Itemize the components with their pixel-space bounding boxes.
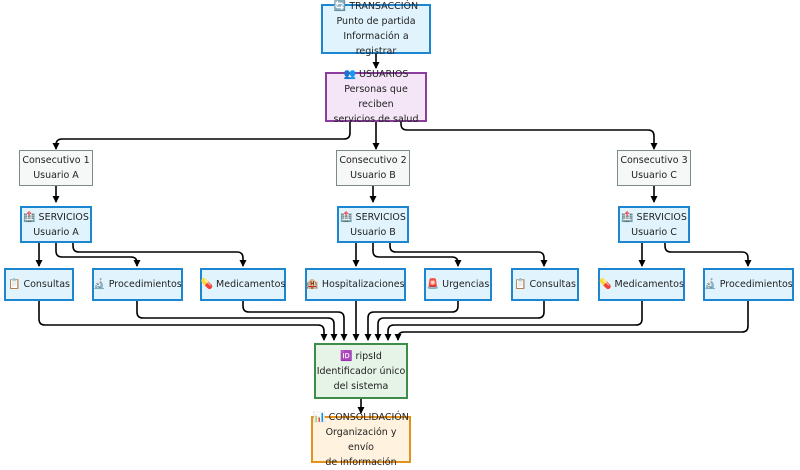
edge-medicamentos-c-ripsid [384, 301, 643, 341]
ripsid-line2: del sistema [333, 380, 389, 392]
consolidacion-node[interactable]: 📊 CONSOLIDACIÓN Organización y envío de … [311, 412, 411, 468]
bar-chart-icon: 📊 [313, 411, 326, 423]
consolidacion-line2: de información [325, 456, 397, 468]
pill-icon: 💊 [200, 279, 214, 290]
consecutivo1-user: Usuario A [33, 170, 79, 181]
consolidacion-line1: Organización y envío [325, 426, 397, 453]
ripsid-node[interactable]: 🆔 ripsId Identificador único del sistema [314, 343, 408, 399]
edge-servicios-c-procedimientos [664, 243, 752, 267]
hospitalizaciones-b-label: Hospitalizaciones [321, 279, 405, 290]
consecutivo2-title: Consecutivo 2 [339, 155, 407, 166]
pill-icon: 💊 [599, 279, 612, 290]
hospital-icon: 🏥 [621, 211, 634, 223]
edge-servicios-b-urgencias [372, 243, 462, 267]
usuarios-line1: Personas que reciben [344, 84, 408, 110]
servicios-b-node[interactable]: 🏥 SERVICIOS Usuario B [337, 206, 409, 243]
consecutivo1-title: Consecutivo 1 [22, 155, 90, 166]
transaccion-title: TRANSACCIÓN [349, 1, 419, 12]
transaccion-line1: Punto de partida [336, 16, 416, 27]
clipboard-icon: 📋 [7, 279, 21, 290]
siren-icon: 🚨 [426, 279, 440, 290]
medicamentos-c-node[interactable]: 💊 Medicamentos [598, 268, 685, 301]
hospital-icon: 🏥 [23, 211, 36, 223]
edge-medicamentos-a-ripsid [242, 301, 348, 341]
usuarios-line2: servicios de salud [333, 114, 419, 125]
edge-servicios-a-procedimientos [55, 243, 141, 267]
urgencias-b-node[interactable]: 🚨 Urgencias [424, 268, 492, 301]
consolidacion-title: CONSOLIDACIÓN [328, 411, 409, 423]
cycle-icon: 🔄 [333, 1, 347, 12]
edge-consultas-a-ripsid [38, 301, 328, 341]
consultas-a-label: Consultas [23, 279, 71, 290]
procedimientos-c-node[interactable]: 🔬 Procedimientos [703, 268, 794, 301]
usuarios-node[interactable]: 👥 USUARIOS Personas que reciben servicio… [325, 69, 427, 125]
servicios-a-user: Usuario A [33, 226, 79, 238]
hospitalizaciones-b-node[interactable]: 🏨 Hospitalizaciones [305, 268, 406, 301]
medicamentos-c-label: Medicamentos [614, 279, 684, 290]
microscope-icon: 🔬 [93, 279, 106, 290]
edge-servicios-b-consultas [389, 243, 548, 267]
servicios-c-node[interactable]: 🏥 SERVICIOS Usuario C [618, 206, 690, 243]
consecutivo2-node[interactable]: Consecutivo 2 Usuario B [336, 150, 410, 186]
edge-procedimientos-a-ripsid [136, 301, 338, 341]
consultas-b-node[interactable]: 📋 Consultas [511, 268, 579, 301]
edge-procedimientos-c-ripsid [394, 301, 749, 341]
users-icon: 👥 [343, 69, 357, 80]
servicios-b-user: Usuario B [350, 226, 396, 238]
clipboard-icon: 📋 [513, 279, 527, 290]
consultas-a-node[interactable]: 📋 Consultas [4, 268, 74, 301]
consecutivo3-node[interactable]: Consecutivo 3 Usuario C [617, 150, 691, 186]
ripsid-title: ripsId [355, 350, 382, 362]
servicios-c-user: Usuario C [631, 226, 677, 238]
procedimientos-c-label: Procedimientos [719, 279, 793, 290]
consecutivo3-user: Usuario C [631, 170, 677, 181]
edge-usuarios-consecutivo3 [400, 122, 658, 150]
edge-urgencias-ripsid [364, 301, 459, 341]
servicios-a-node[interactable]: 🏥 SERVICIOS Usuario A [20, 206, 92, 243]
consecutivo1-node[interactable]: Consecutivo 1 Usuario A [19, 150, 93, 186]
servicios-c-title: SERVICIOS [636, 211, 687, 223]
procedimientos-a-node[interactable]: 🔬 Procedimientos [92, 268, 183, 301]
edge-consultas-b-ripsid [374, 301, 545, 341]
consultas-b-label: Consultas [529, 279, 577, 290]
transaccion-node[interactable]: 🔄 TRANSACCIÓN Punto de partida Informaci… [321, 1, 431, 57]
edge-servicios-a-medicamentos [72, 243, 247, 267]
ripsid-line1: Identificador único [316, 365, 406, 377]
consecutivo2-user: Usuario B [350, 170, 396, 181]
transaccion-line2: Información a registrar [343, 31, 409, 57]
hotel-icon: 🏨 [306, 279, 319, 290]
servicios-a-title: SERVICIOS [38, 211, 89, 223]
microscope-icon: 🔬 [704, 279, 717, 290]
hospital-icon: 🏥 [340, 211, 353, 223]
urgencias-b-label: Urgencias [442, 279, 490, 290]
medicamentos-a-node[interactable]: 💊 Medicamentos [200, 268, 286, 301]
edge-usuarios-consecutivo1 [52, 122, 351, 150]
servicios-b-title: SERVICIOS [355, 211, 406, 223]
usuarios-title: USUARIOS [359, 69, 409, 80]
consecutivo3-title: Consecutivo 3 [620, 155, 688, 166]
medicamentos-a-label: Medicamentos [216, 279, 286, 290]
procedimientos-a-label: Procedimientos [108, 279, 182, 290]
id-badge-icon: 🆔 [340, 350, 353, 362]
